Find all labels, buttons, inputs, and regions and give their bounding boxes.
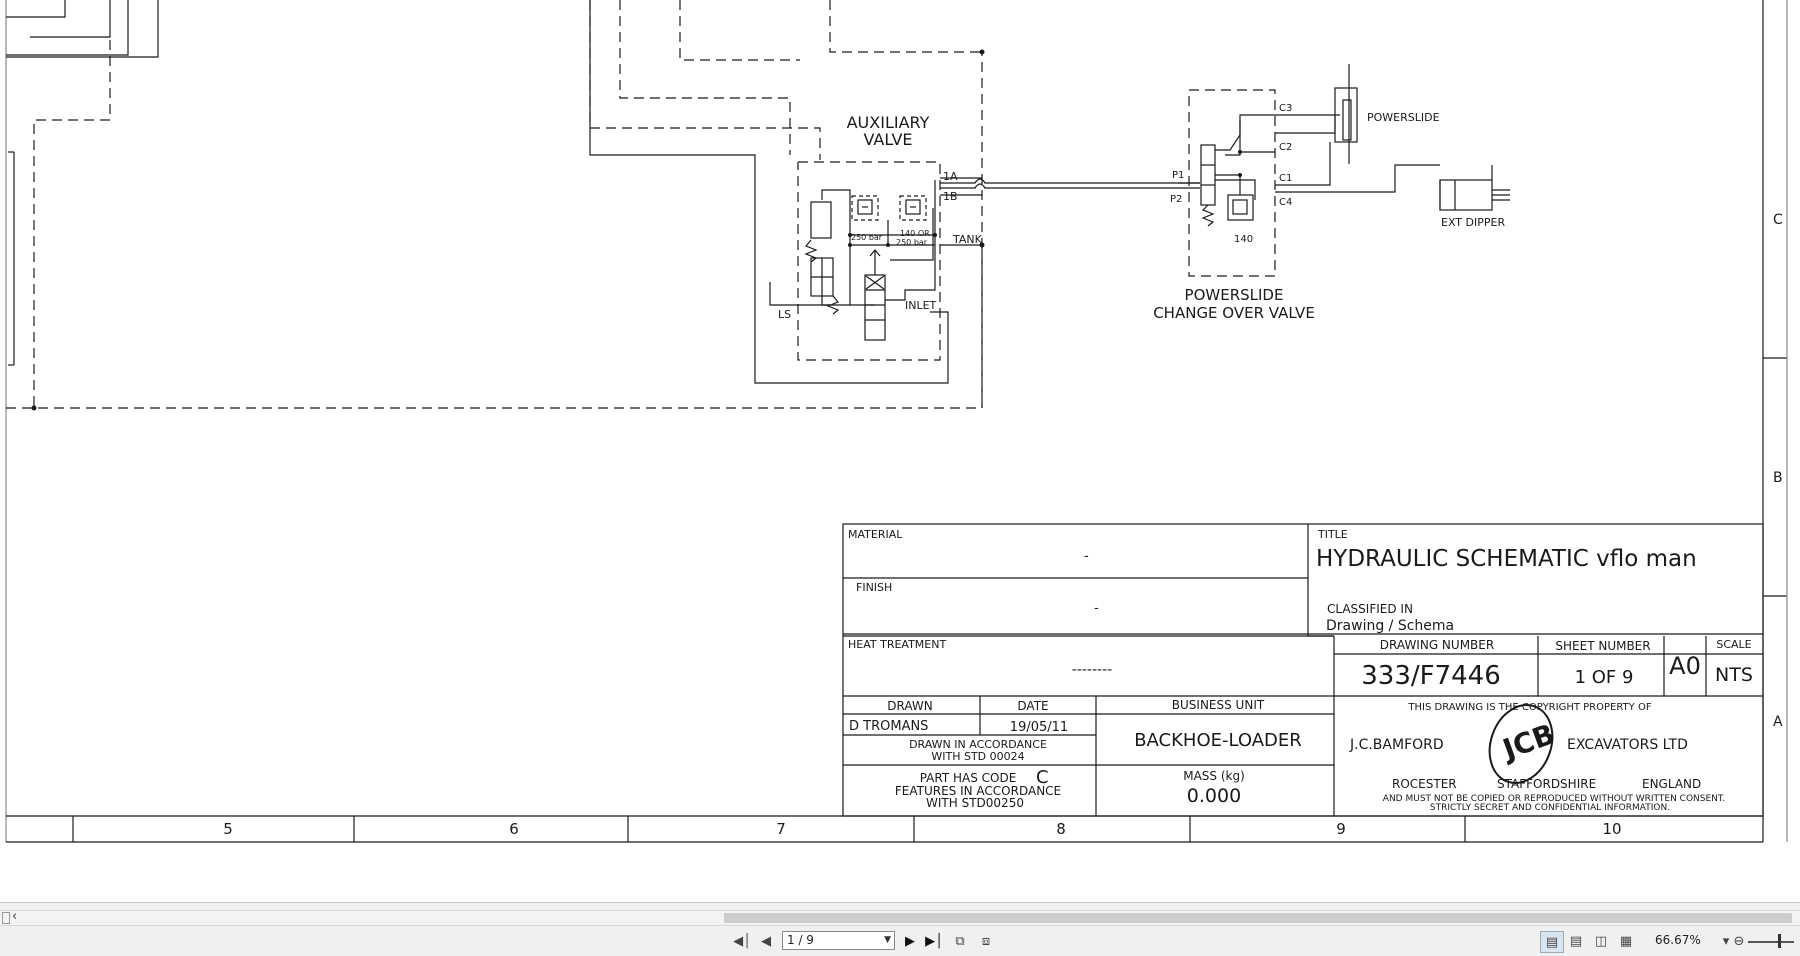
horizontal-scrollbar[interactable]: ‹ xyxy=(0,909,1800,926)
aux-valve-label-1: AUXILIARY xyxy=(847,113,930,132)
title-label: TITLE xyxy=(1317,528,1348,541)
zone-letter-a: A xyxy=(1773,714,1783,730)
finish-label: FINISH xyxy=(856,581,892,594)
zone-number-8: 8 xyxy=(1056,820,1066,838)
drawing-canvas: JCB AUXILIARY VALVE 1A 1B TANK INLET LS … xyxy=(5,0,1788,843)
company-left: J.C.BAMFORD xyxy=(1349,737,1444,753)
port-1b-label: 1B xyxy=(943,190,958,203)
single-page-view-icon[interactable]: ▤ xyxy=(1540,931,1564,953)
accordance-line-2: WITH STD 00024 xyxy=(931,750,1024,763)
notice-line-1: AND MUST NOT BE COPIED OR REPRODUCED WIT… xyxy=(1383,794,1725,804)
accordance-line-1: DRAWN IN ACCORDANCE xyxy=(909,738,1047,751)
scale-label: SCALE xyxy=(1716,638,1751,651)
scale-value: NTS xyxy=(1715,664,1753,686)
last-page-icon[interactable]: ▶│ xyxy=(925,933,943,949)
zone-number-7: 7 xyxy=(776,820,786,838)
part-code-line-1: PART HAS CODE xyxy=(920,771,1017,785)
c2-label: C2 xyxy=(1279,142,1292,153)
copy-view-icon[interactable]: ⧉ xyxy=(955,933,965,949)
material-value: - xyxy=(1084,549,1089,564)
sheet-number-value: 1 OF 9 xyxy=(1575,667,1634,688)
location-staffordshire: STAFFORDSHIRE xyxy=(1497,777,1596,791)
relief-250-label: 250 bar xyxy=(851,233,883,242)
ext-dipper-label: EXT DIPPER xyxy=(1441,216,1505,229)
drawn-label: DRAWN xyxy=(887,699,933,713)
zone-number-10: 10 xyxy=(1602,820,1621,838)
classified-label: CLASSIFIED IN xyxy=(1327,602,1413,616)
powerslide-label: POWERSLIDE xyxy=(1367,111,1440,124)
part-code-line-2: FEATURES IN ACCORDANCE xyxy=(895,784,1061,798)
schematic-svg: JCB AUXILIARY VALVE 1A 1B TANK INLET LS … xyxy=(5,0,1788,843)
drawn-value: D TROMANS xyxy=(849,719,928,734)
zone-number-9: 9 xyxy=(1336,820,1346,838)
zoom-slider[interactable] xyxy=(1748,941,1794,943)
first-page-icon[interactable]: ◀│ xyxy=(733,933,751,949)
part-code-letter: C xyxy=(1036,767,1049,788)
company-right: EXCAVATORS LTD xyxy=(1567,737,1688,753)
previous-page-icon[interactable]: ◀ xyxy=(761,933,771,949)
title-value: HYDRAULIC SCHEMATIC vflo man xyxy=(1316,546,1697,572)
zone-letter-c: C xyxy=(1773,212,1783,228)
logo-text: JCB xyxy=(1497,717,1559,767)
mass-value: 0.000 xyxy=(1187,785,1241,807)
page-number-select[interactable]: 1 / 9 ▼ xyxy=(782,931,895,950)
relief-140-label: 140 xyxy=(1234,234,1253,245)
continuous-view-icon[interactable]: ▤ xyxy=(1569,933,1583,949)
inlet-label: INLET xyxy=(905,299,937,312)
finish-value: - xyxy=(1094,601,1099,616)
zoom-out-icon[interactable]: ⊖ xyxy=(1733,933,1745,949)
part-code-line-3: WITH STD00250 xyxy=(926,796,1024,810)
paste-view-icon[interactable]: ⧈ xyxy=(981,933,991,949)
change-over-label-1: POWERSLIDE xyxy=(1185,286,1284,304)
copyright-line: THIS DRAWING IS THE COPYRIGHT PROPERTY O… xyxy=(1407,702,1651,713)
facing-view-icon[interactable]: ◫ xyxy=(1594,933,1608,949)
aux-valve-label-2: VALVE xyxy=(863,130,912,149)
drawing-number-label: DRAWING NUMBER xyxy=(1380,638,1494,652)
heat-treatment-label: HEAT TREATMENT xyxy=(848,638,946,651)
date-label: DATE xyxy=(1017,699,1048,713)
zoom-level: 66.67% xyxy=(1655,933,1701,947)
chevron-down-icon: ▼ xyxy=(884,935,891,945)
location-england: ENGLAND xyxy=(1642,777,1701,791)
notice-line-2: STRICTLY SECRET AND CONFIDENTIAL INFORMA… xyxy=(1430,803,1670,813)
drawing-number-value: 333/F7446 xyxy=(1361,661,1501,691)
scroll-left-icon[interactable]: ‹ xyxy=(12,909,18,924)
p1-label: P1 xyxy=(1172,170,1184,181)
c3-label: C3 xyxy=(1279,103,1292,114)
zone-number-6: 6 xyxy=(509,820,519,838)
p2-label: P2 xyxy=(1170,194,1182,205)
next-page-icon[interactable]: ▶ xyxy=(905,933,915,949)
relief-140-or-label: 140 OR xyxy=(900,229,930,238)
sheet-number-label: SHEET NUMBER xyxy=(1555,639,1650,653)
relief-250b-label: 250 bar xyxy=(896,238,928,247)
business-unit-label: BUSINESS UNIT xyxy=(1172,698,1265,712)
port-1a-label: 1A xyxy=(943,170,958,183)
mass-label: MASS (kg) xyxy=(1183,769,1245,783)
tank-label: TANK xyxy=(952,233,983,246)
change-over-label-2: CHANGE OVER VALVE xyxy=(1153,304,1315,322)
scrollbar-thumb[interactable] xyxy=(724,913,1792,923)
zone-number-5: 5 xyxy=(223,820,233,838)
location-rocester: ROCESTER xyxy=(1392,777,1457,791)
zone-letter-b: B xyxy=(1773,470,1783,486)
zoom-options-icon[interactable]: ▾ xyxy=(1722,933,1730,949)
c4-label: C4 xyxy=(1279,197,1292,208)
heat-treatment-value: -------- xyxy=(1072,662,1112,678)
ls-label: LS xyxy=(778,308,791,321)
facing-continuous-view-icon[interactable]: ▦ xyxy=(1619,933,1633,949)
sheet-size-value: A0 xyxy=(1669,652,1701,680)
material-label: MATERIAL xyxy=(848,528,903,541)
scrollbar-grip-icon xyxy=(2,912,10,924)
classified-value: Drawing / Schema xyxy=(1326,618,1454,634)
page-indicator: 1 / 9 xyxy=(787,933,814,947)
date-value: 19/05/11 xyxy=(1010,720,1068,735)
c1-label: C1 xyxy=(1279,173,1292,184)
business-unit-value: BACKHOE-LOADER xyxy=(1134,730,1302,751)
viewer-toolbar: ◀│ ◀ 1 / 9 ▼ ▶ ▶│ ⧉ ⧈ ▤ ▤ ◫ ▦ 66.67% ▾ ⊖ xyxy=(0,928,1800,955)
zoom-slider-handle[interactable] xyxy=(1778,934,1781,948)
